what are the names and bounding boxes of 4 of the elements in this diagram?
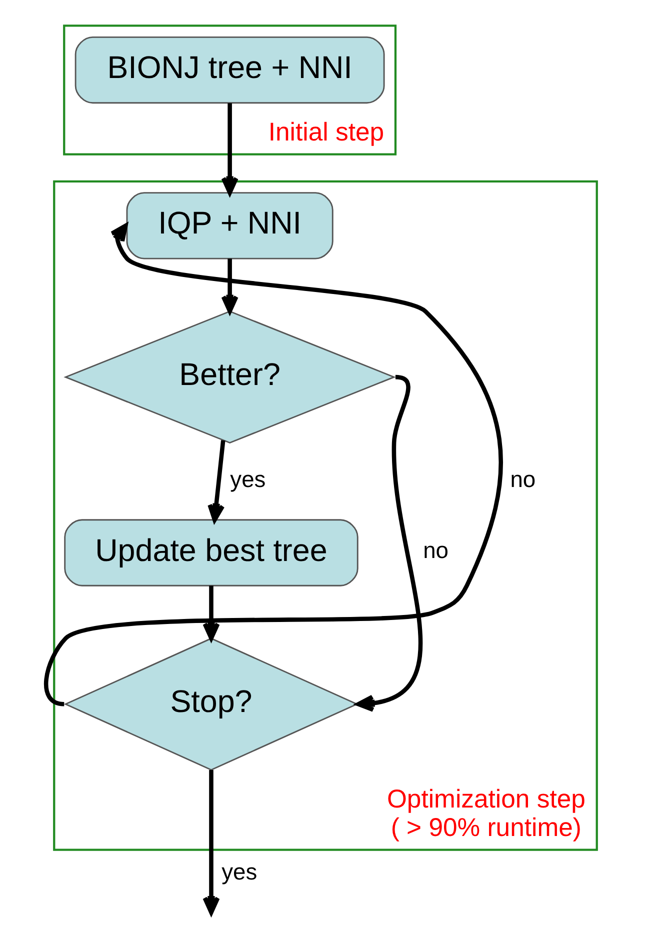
edge-label: no	[510, 466, 536, 492]
edge-label: yes	[230, 466, 266, 492]
edge-label: yes	[221, 858, 257, 885]
edge-label: no	[422, 537, 448, 564]
